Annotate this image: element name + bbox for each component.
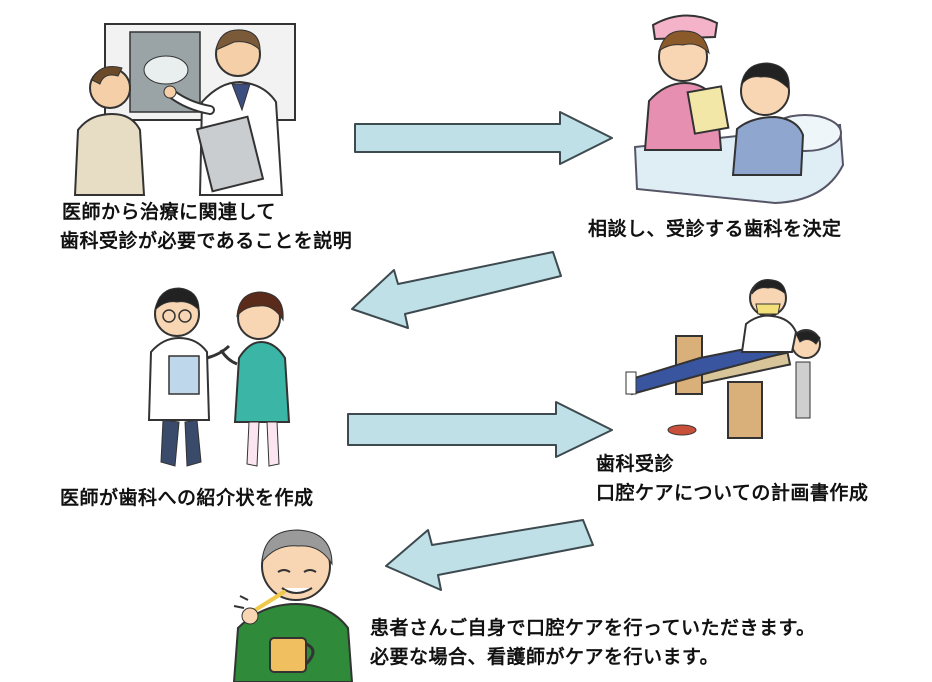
step1-caption-line1: 医師から治療に関連して xyxy=(62,201,276,223)
step4-caption: 歯科受診 口腔ケアについての計画書作成 xyxy=(596,450,868,508)
step4-caption-line2: 口腔ケアについての計画書作成 xyxy=(596,482,869,504)
arrow-down-left-2 xyxy=(385,519,594,591)
step2-caption: 相談し、受診する歯科を決定 xyxy=(588,215,842,244)
nurse-consulting-patient-illustration xyxy=(633,14,845,205)
elderly-man-brushing-teeth-illustration xyxy=(232,529,354,682)
step4-caption-line1: 歯科受診 xyxy=(596,453,675,475)
step3-caption-line1: 医師が歯科への紹介状を作成 xyxy=(60,487,314,509)
step5-caption-line1: 患者さんご自身で口腔ケアを行っていただきます。 xyxy=(370,617,816,639)
doctor-explaining-xray-illustration xyxy=(73,23,296,196)
dentist-treating-patient-illustration xyxy=(625,279,821,439)
step5-caption-line2: 必要な場合、看護師がケアを行います。 xyxy=(370,646,720,668)
doctor-and-nurse-illustration xyxy=(147,287,291,467)
step3-caption: 医師が歯科への紹介状を作成 xyxy=(60,484,314,513)
arrow-right-1 xyxy=(354,111,613,165)
arrow-right-2 xyxy=(347,401,613,458)
step5-caption: 患者さんご自身で口腔ケアを行っていただきます。 必要な場合、看護師がケアを行いま… xyxy=(370,614,816,672)
arrow-down-left-1 xyxy=(351,251,562,329)
step1-caption-line2: 歯科受診が必要であることを説明 xyxy=(60,230,353,252)
step1-caption: 医師から治療に関連して 歯科受診が必要であることを説明 xyxy=(60,198,352,256)
step2-caption-line1: 相談し、受診する歯科を決定 xyxy=(588,218,842,240)
